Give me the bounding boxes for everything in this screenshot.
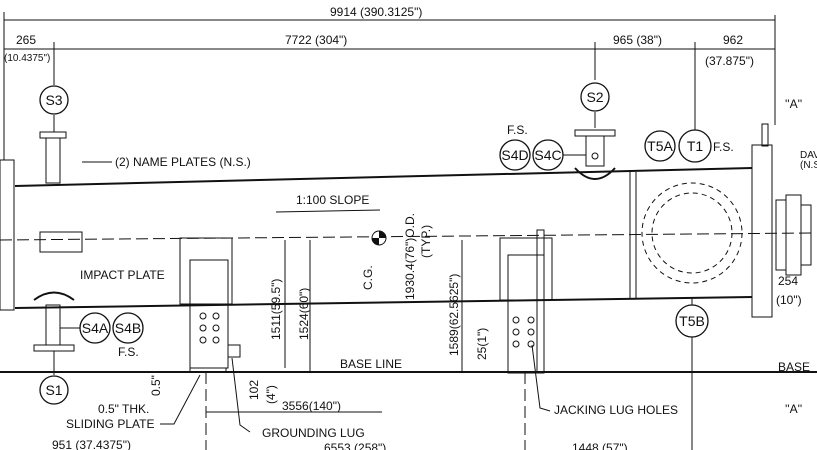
svg-text:T5A: T5A — [647, 138, 673, 154]
dim-1511: 1511(59.5") — [269, 279, 283, 340]
svg-text:T1: T1 — [687, 138, 704, 154]
fs-s4ab: F.S. — [118, 345, 139, 359]
fs-s4cd: F.S. — [507, 123, 528, 137]
bubble-s2: S2 — [580, 82, 610, 112]
note-base: BASE — [778, 360, 810, 374]
dim-t1-end: 962 — [723, 33, 743, 47]
bubble-s4b: S4B — [112, 312, 144, 344]
dim-bottom-right: 1448 (57") — [572, 441, 628, 450]
bubble-s4a: S4A — [79, 312, 111, 344]
section-a-top: ''A'' — [785, 97, 802, 111]
dim-left-offset-in: (10.4375") — [4, 53, 50, 64]
nozzle-s1 — [33, 291, 75, 375]
bubble-t1: T1 — [678, 129, 712, 163]
dim-left-offset: 265 — [16, 33, 36, 47]
dim-plate: 0.5" — [149, 375, 163, 396]
note-cg: C.G. — [361, 265, 375, 290]
dim-s2-t1: 965 (38") — [613, 33, 662, 47]
nozzle-s2 — [574, 112, 616, 180]
dim-od: 1930.4(76")O.D. — [403, 213, 417, 300]
bubble-t5a: T5A — [644, 130, 676, 162]
dim-od-typ: (TYP.) — [419, 225, 433, 258]
dim-bottom-left: 951 (37.4375") — [52, 438, 131, 450]
dim-overall: 9914 (390.3125") — [330, 5, 422, 19]
nozzle-s3 — [39, 115, 67, 184]
dim-bottom-mid: 6553 (258") — [324, 441, 386, 450]
dimension-lines — [4, 19, 775, 50]
dim-1589: 1589(62.5625") — [447, 274, 461, 356]
dim-254-in: (10") — [776, 293, 802, 307]
saddle-right — [499, 229, 553, 374]
bubble-s3: S3 — [39, 85, 69, 115]
note-grounding-lug: GROUNDING LUG — [262, 426, 365, 440]
dim-s3-s2: 7722 (304") — [285, 33, 347, 47]
note-base-line: BASE LINE — [340, 357, 402, 371]
svg-text:S4C: S4C — [534, 147, 561, 163]
dim-254: 254 — [778, 274, 798, 288]
dim-25: 25(1") — [475, 328, 489, 360]
note-name-plates: (2) NAME PLATES (N.S.) — [115, 155, 251, 169]
dim-1524: 1524(60") — [297, 288, 311, 340]
note-sliding-plate-1: 0.5" THK. — [98, 402, 149, 416]
dim-3556: 3556(140") — [282, 399, 341, 413]
svg-text:S1: S1 — [45, 382, 62, 398]
vessel-shell — [0, 123, 813, 318]
svg-text:S3: S3 — [45, 92, 62, 108]
name-plates — [39, 231, 83, 253]
note-davit: DAV — [800, 150, 817, 161]
note-slope: 1:100 SLOPE — [296, 193, 369, 207]
dim-t1-end-in: (37.875") — [705, 54, 754, 68]
note-sliding-plate-2: SLIDING PLATE — [66, 417, 154, 431]
note-jacking-lug-holes: JACKING LUG HOLES — [554, 403, 678, 417]
saddle-left — [179, 237, 241, 373]
bubble-s1: S1 — [39, 375, 69, 405]
fs-t1: F.S. — [713, 140, 734, 154]
svg-text:T5B: T5B — [679, 313, 705, 329]
note-impact-plate: IMPACT PLATE — [80, 268, 165, 282]
bubble-t5b: T5B — [675, 304, 709, 338]
note-davit-ns: (N.S — [800, 160, 817, 171]
svg-text:S2: S2 — [586, 89, 603, 105]
section-a-bottom: ''A'' — [785, 402, 802, 416]
dim-102: 102 — [247, 380, 261, 400]
svg-text:S4B: S4B — [115, 320, 141, 336]
bubble-s4d: S4D — [499, 139, 531, 171]
svg-text:S4D: S4D — [501, 147, 528, 163]
dim-102-in: (4") — [264, 385, 278, 404]
bubble-s4c: S4C — [532, 139, 564, 171]
svg-text:S4A: S4A — [82, 320, 109, 336]
